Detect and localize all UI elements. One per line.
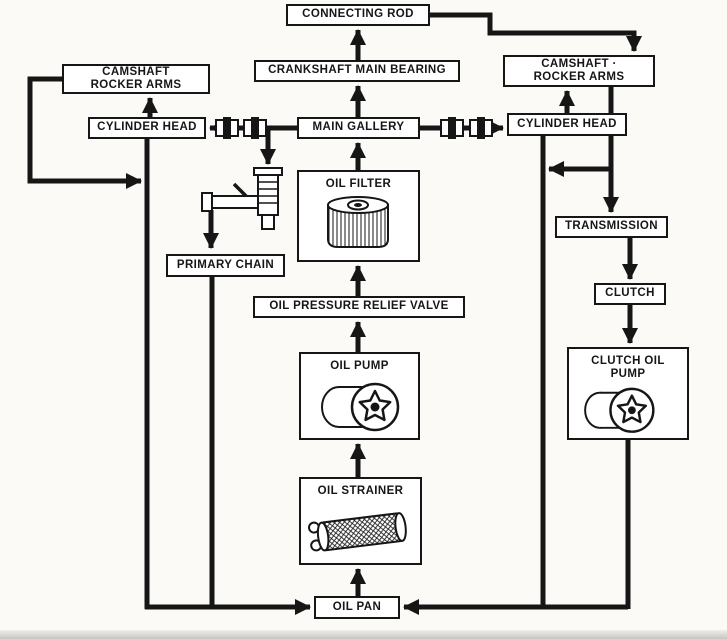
oil-strainer-illustration (307, 512, 407, 552)
node-label: CLUTCH OIL (591, 355, 665, 367)
pump-rotor-illustration (321, 382, 400, 432)
node-transmission: TRANSMISSION (555, 216, 668, 238)
node-oil-strainer: OIL STRAINER (299, 477, 422, 565)
node-oil-pump: OIL PUMP (299, 352, 420, 440)
node-oil-filter: OIL FILTER (297, 170, 420, 262)
edge-left-camshaft-return (27, 76, 142, 189)
node-label: OIL PAN (332, 600, 382, 613)
node-label: OIL FILTER (325, 178, 392, 190)
node-primary-chain: PRIMARY CHAIN (166, 254, 285, 277)
pipe-union-icon (469, 117, 493, 139)
node-label: OIL PUMP (330, 360, 389, 372)
node-camshaft-rocker-arms-right: CAMSHAFT · ROCKER ARMS (503, 55, 655, 87)
edge-connecting-rod-to-right-camshaft (430, 12, 642, 52)
node-label: MAIN GALLERY (312, 121, 405, 134)
node-oil-pressure-relief-valve: OIL PRESSURE RELIEF VALVE (253, 296, 465, 318)
scan-edge (0, 630, 727, 639)
node-label: CAMSHAFT (102, 65, 170, 78)
node-camshaft-rocker-arms-left: CAMSHAFT ROCKER ARMS (62, 64, 210, 94)
clutch-pump-rotor-illustration (584, 388, 655, 434)
node-main-gallery: MAIN GALLERY (297, 117, 420, 139)
node-label: OIL STRAINER (317, 485, 404, 497)
node-connecting-rod: CONNECTING ROD (286, 4, 430, 26)
node-label: PRIMARY CHAIN (176, 258, 275, 271)
node-label: OIL PRESSURE RELIEF VALVE (269, 300, 449, 313)
node-label: ROCKER ARMS (533, 71, 625, 83)
node-clutch-oil-pump: CLUTCH OIL PUMP (567, 347, 689, 440)
oil-filter-illustration (327, 196, 389, 249)
node-cylinder-head-left: CYLINDER HEAD (88, 117, 206, 139)
node-label: CLUTCH (605, 287, 655, 300)
pipe-union-icon (243, 117, 267, 139)
pipe-union-icon (215, 117, 239, 139)
node-label: CYLINDER HEAD (97, 121, 197, 134)
node-label: PUMP (610, 368, 646, 381)
node-label: CYLINDER HEAD (517, 117, 617, 130)
node-label: TRANSMISSION (565, 220, 658, 233)
node-clutch: CLUTCH (594, 283, 666, 305)
node-cylinder-head-right: CYLINDER HEAD (507, 113, 627, 136)
node-crankshaft-main-bearing: CRANKSHAFT MAIN BEARING (254, 60, 460, 82)
oil-tap-icon (201, 167, 283, 230)
node-label: CAMSHAFT · (541, 57, 617, 70)
node-label: CRANKSHAFT MAIN BEARING (268, 64, 446, 77)
pipe-union-icon (440, 117, 464, 139)
node-label: ROCKER ARMS (90, 79, 182, 91)
node-oil-pan: OIL PAN (314, 596, 400, 619)
node-label: CONNECTING ROD (302, 8, 414, 21)
